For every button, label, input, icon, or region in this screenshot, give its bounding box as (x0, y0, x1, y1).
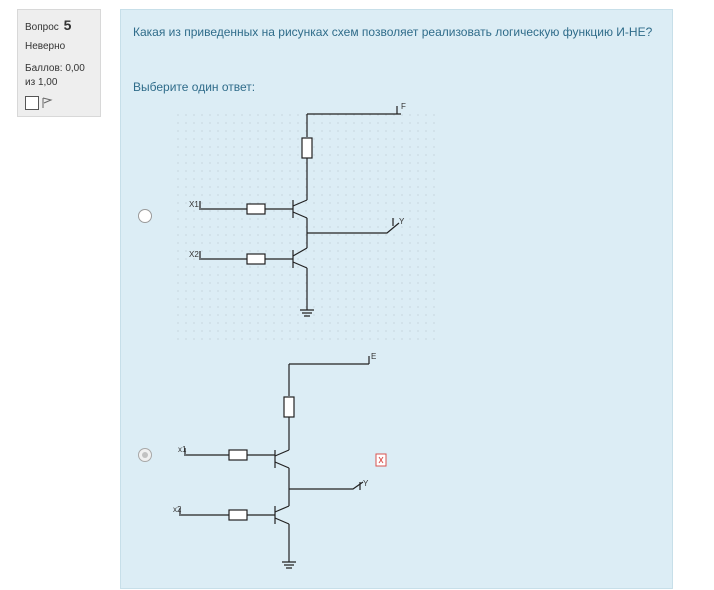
circuit-b-input1-label: x1 (178, 445, 187, 454)
answer-prompt: Выберите один ответ: (133, 80, 256, 94)
circuit-a-input2-label: X2 (189, 250, 199, 259)
answer-b-radio[interactable] (138, 448, 152, 462)
circuit-a-input1-label: X1 (189, 200, 199, 209)
circuit-a-output-label: Y (399, 217, 405, 226)
question-info-panel: Вопрос 5 Неверно Баллов: 0,00 из 1,00 (17, 9, 101, 117)
question-state: Неверно (25, 40, 66, 52)
circuit-diagram-b[interactable]: E x1 x2 Y (121, 10, 674, 590)
incorrect-icon (375, 453, 387, 467)
answer-a-radio[interactable] (138, 209, 152, 223)
question-number: Вопрос 5 (25, 17, 72, 33)
circuit-b-supply-label: E (371, 352, 376, 361)
question-content: Какая из приведенных на рисунках схем по… (120, 9, 673, 589)
question-text: Какая из приведенных на рисунках схем по… (133, 25, 653, 39)
flag-icon[interactable] (41, 97, 53, 109)
flag-question-toggle[interactable] (25, 95, 93, 110)
question-number-value: 5 (63, 17, 72, 33)
question-grade: Баллов: 0,00 из 1,00 (25, 62, 85, 88)
circuit-a-supply-label: F (401, 102, 406, 111)
flag-checkbox[interactable] (25, 95, 39, 110)
circuit-diagram-a[interactable]: F X1 X2 Y (121, 10, 674, 350)
circuit-b-output-label: Y (363, 479, 369, 488)
circuit-b-input2-label: x2 (173, 505, 182, 514)
